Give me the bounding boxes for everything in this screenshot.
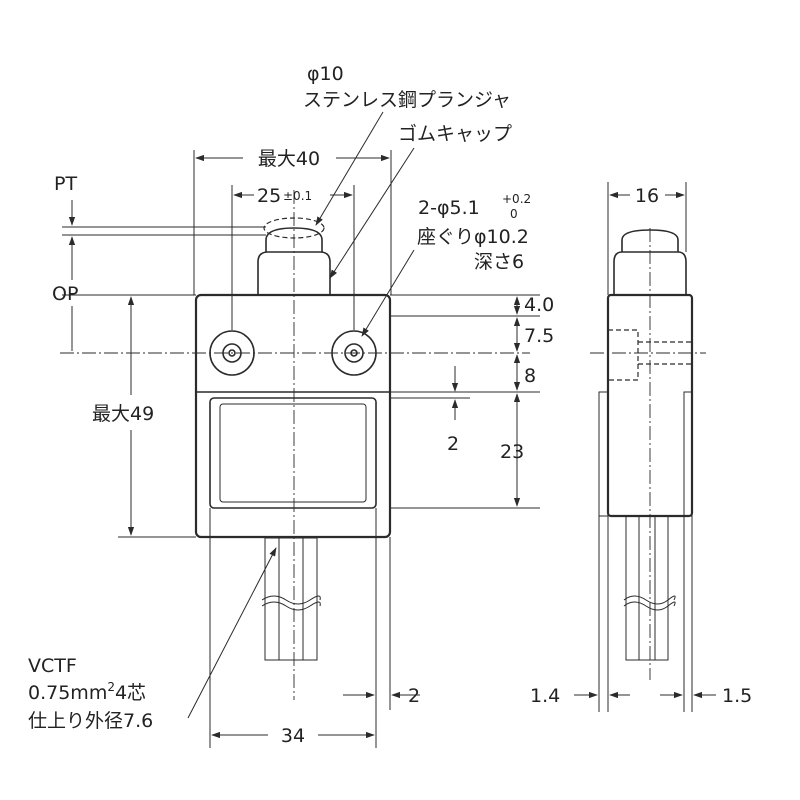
dim-34: 34 (281, 725, 305, 747)
plunger-head (265, 227, 323, 252)
label-op: OP (52, 283, 78, 305)
front-cable (261, 537, 321, 661)
dim-7-5: 7.5 (524, 325, 554, 347)
front-dimensions: 最大40 25 ±0.1 PT OP 最大49 4.0 7.5 8 (52, 148, 554, 748)
dim-8: 8 (524, 365, 536, 387)
side-dimensions: 16 1.4 1.5 (530, 182, 752, 712)
dim-hole-pitch-tol: ±0.1 (283, 189, 312, 203)
dim-2-gap: 2 (447, 433, 459, 455)
dim-max-width: 最大40 (258, 148, 320, 170)
label-plunger-material: ステンレス鋼プランジャ (303, 89, 511, 111)
dim-hole-pitch: 25 (257, 185, 281, 207)
label-counterbore: 座ぐりφ10.2 (417, 226, 529, 248)
label-pt: PT (54, 173, 77, 195)
switch-body (194, 293, 392, 539)
label-cable-1: VCTF (28, 655, 77, 677)
dim-side-width: 16 (635, 185, 659, 207)
label-rubber-cap: ゴムキャップ (398, 123, 512, 145)
label-depth: 深さ6 (474, 251, 524, 273)
label-hole-tol-upper: +0.2 (502, 192, 531, 206)
side-view (590, 228, 706, 680)
front-window (209, 397, 377, 509)
dim-2-bottom: 2 (408, 685, 420, 707)
label-plunger-dia: φ10 (307, 63, 344, 85)
dim-4-0: 4.0 (524, 294, 554, 316)
label-hole-spec: 2-φ5.1 (418, 197, 480, 219)
annotations: φ10 ステンレス鋼プランジャ ゴムキャップ 2-φ5.1 +0.2 0 座ぐり… (28, 63, 531, 732)
label-cable-3: 仕上り外径7.6 (28, 710, 153, 732)
dim-max-height: 最大49 (92, 403, 154, 425)
label-cable-2: 0.75mm24芯 (28, 680, 146, 704)
label-hole-tol-lower: 0 (510, 207, 518, 221)
dim-side-right: 1.5 (722, 685, 752, 707)
dim-23: 23 (500, 441, 524, 463)
dim-side-left: 1.4 (530, 685, 560, 707)
front-view (60, 190, 530, 700)
